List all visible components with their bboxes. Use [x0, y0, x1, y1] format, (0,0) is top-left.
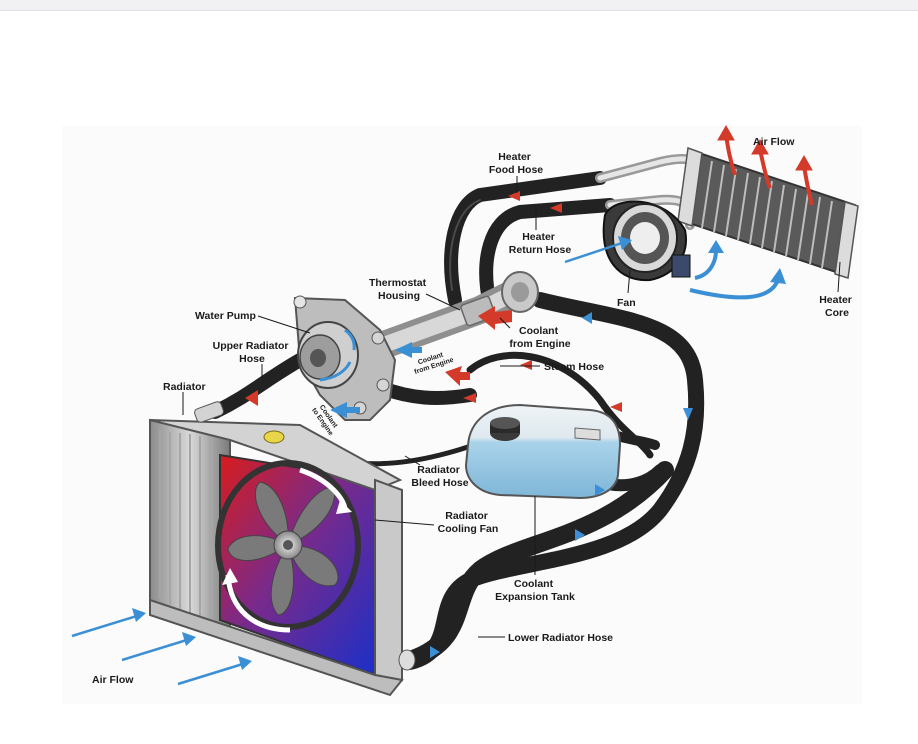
thermostat-housing — [356, 271, 539, 364]
label-water-pump: Water Pump — [195, 310, 256, 322]
heater-return-to-engine-hose — [402, 292, 705, 670]
label-heater-core: Heater Core — [819, 294, 855, 319]
label-lower-radiator-hose: Lower Radiator Hose — [508, 632, 613, 644]
hot-flow-arrows — [245, 124, 814, 412]
labels: Heater Food Hose Air Flow Heater Return … — [92, 136, 855, 686]
label-radiator: Radiator — [163, 381, 206, 393]
cool-flow-arrows — [71, 236, 786, 686]
radiator-cooling-fan — [215, 460, 361, 633]
label-radiator-bleed-hose: Radiator Bleed Hose — [411, 464, 468, 489]
heater-core — [677, 146, 859, 279]
label-thermostat-housing: Thermostat Housing — [369, 277, 429, 302]
label-heater-return-hose: Heater Return Hose — [509, 231, 572, 256]
coolant-expansion-tank — [464, 403, 622, 500]
leader-lines — [182, 176, 841, 638]
label-steam-hose: Steam Hose — [544, 361, 604, 373]
label-heater-food-hose: Heater Food Hose — [489, 151, 543, 176]
label-fan: Fan — [617, 297, 636, 309]
label-air-flow-top: Air Flow — [753, 136, 795, 148]
heater-food-hose — [444, 171, 607, 307]
label-coolant-from-engine: Coolant from Engine — [509, 325, 570, 350]
heater-return-hose — [479, 198, 617, 312]
label-radiator-cooling-fan: Radiator Cooling Fan — [438, 510, 499, 535]
lower-radiator-hose — [401, 461, 674, 669]
upper-radiator-hose — [208, 353, 307, 419]
top-bar — [0, 0, 918, 11]
label-air-flow-bottom: Air Flow — [92, 674, 134, 686]
water-pump — [293, 295, 397, 421]
label-upper-radiator-hose: Upper Radiator Hose — [213, 340, 292, 365]
label-coolant-expansion-tank: Coolant Expansion Tank — [495, 578, 575, 603]
heater-blower-fan — [602, 200, 691, 282]
